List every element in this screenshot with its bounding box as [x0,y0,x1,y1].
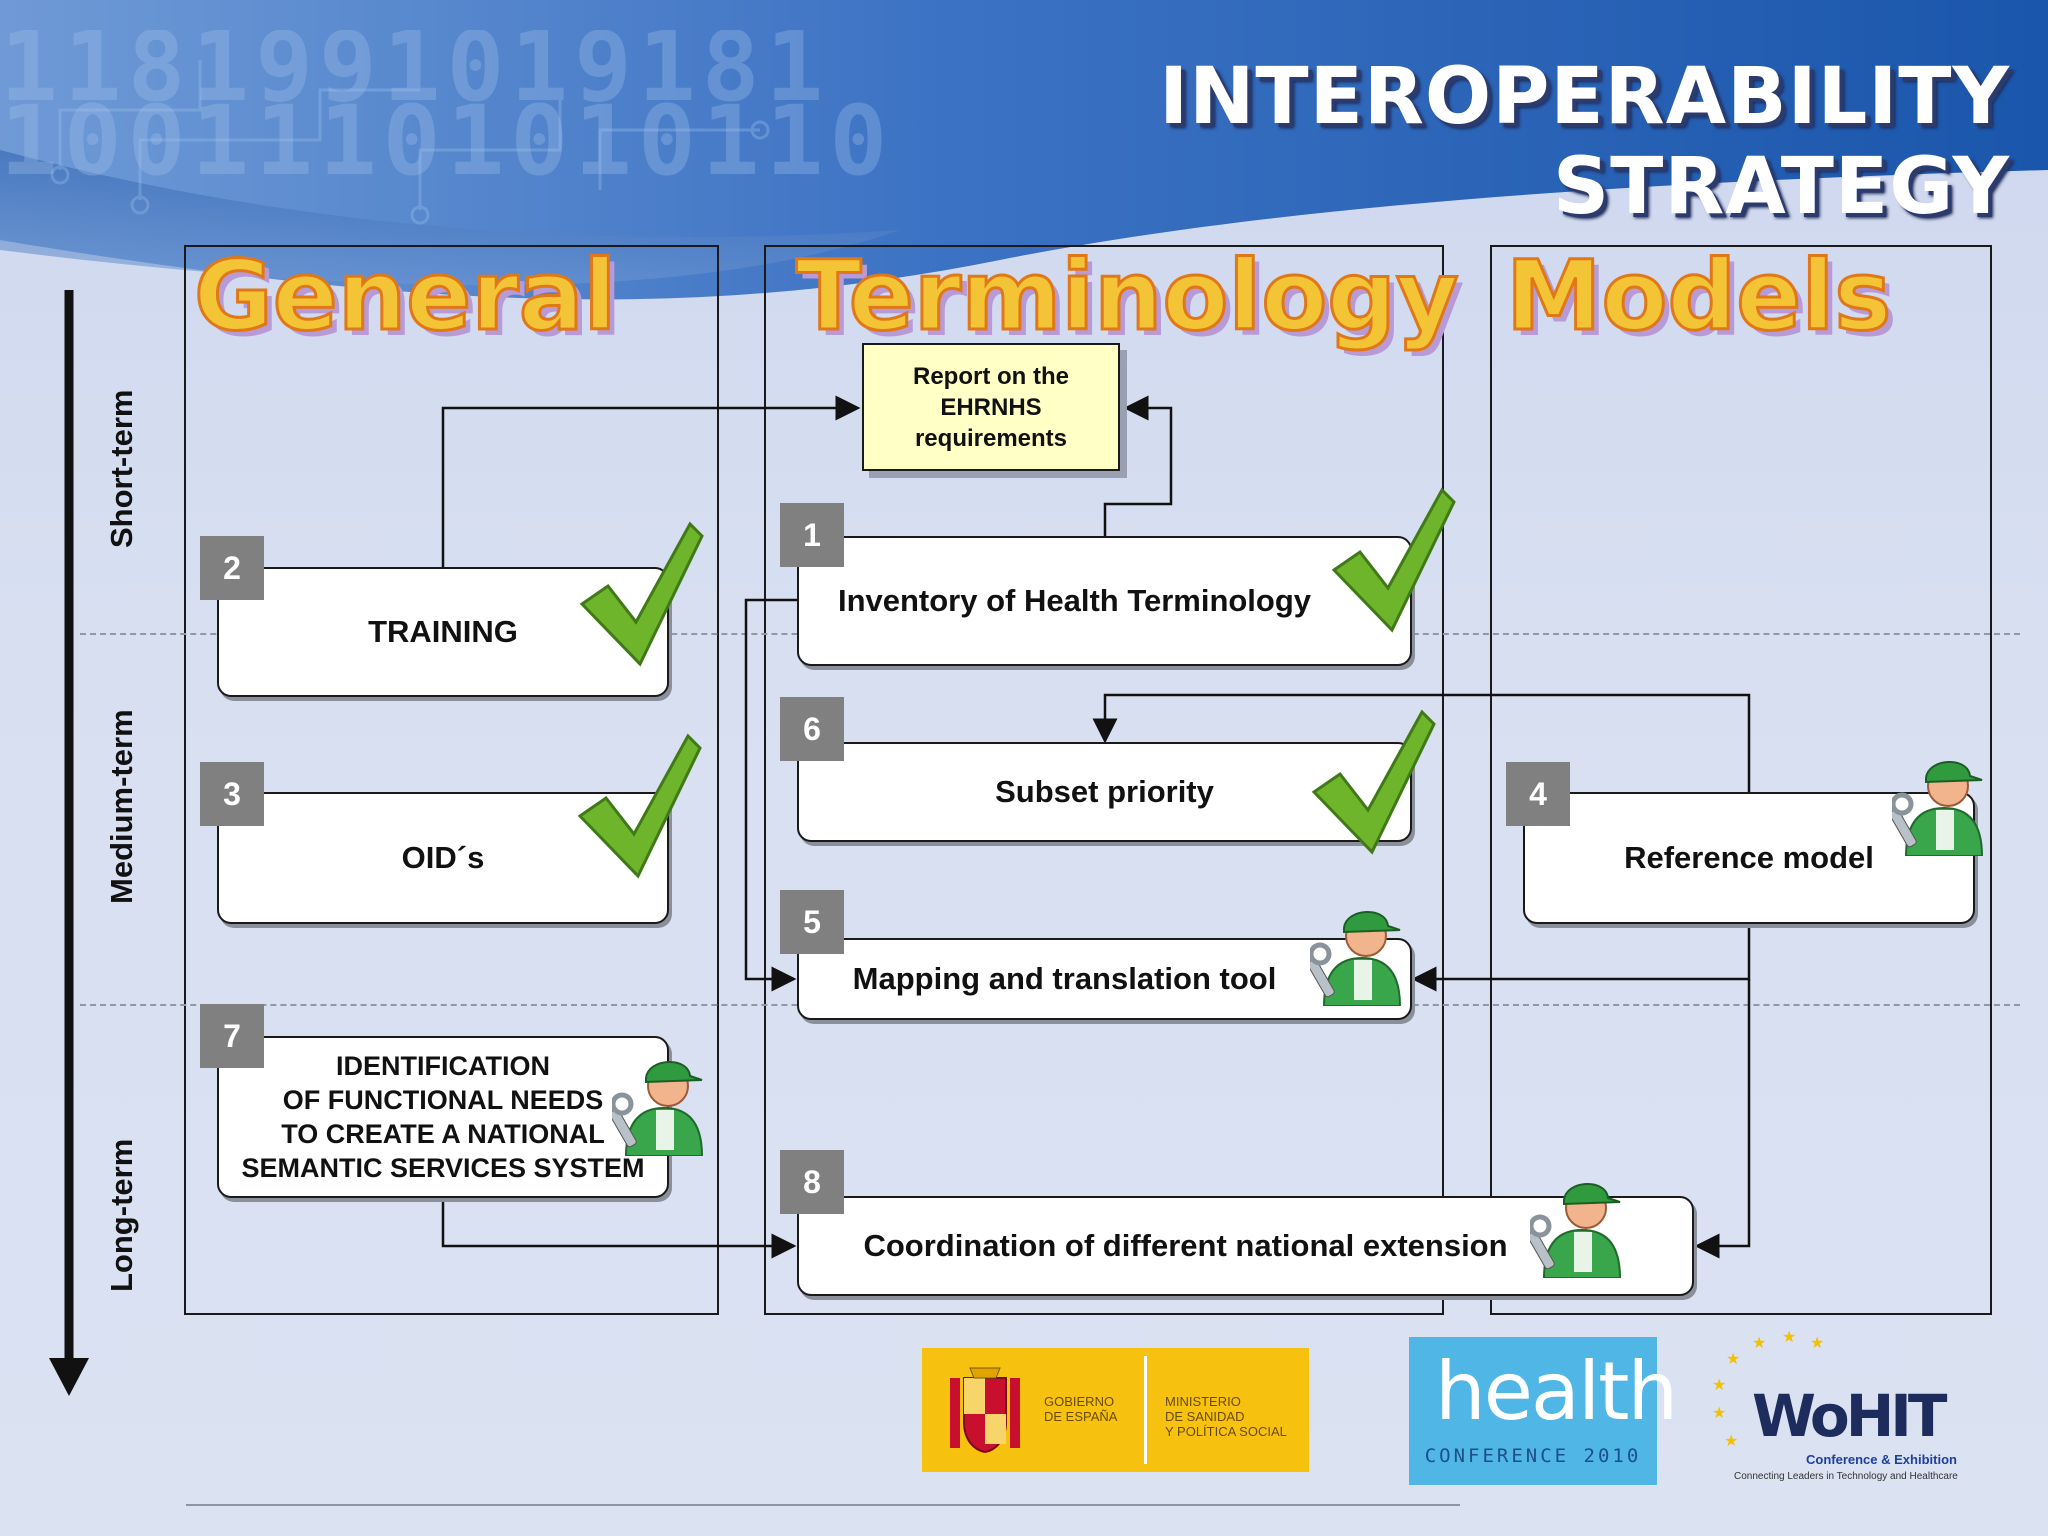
box-reference-model-label: Reference model [1624,840,1874,875]
gov-text-ministerio: MINISTERIO DE SANIDAD Y POLÍTICA SOCIAL [1165,1394,1287,1439]
gov-logo-separator [1144,1356,1147,1464]
box-training: TRAINING [217,567,669,697]
worker-icon [1530,1183,1622,1278]
header-banner [0,0,2048,300]
worker-icon [612,1061,704,1156]
svg-text:★: ★ [1712,1375,1726,1394]
report-label: Report on the EHRNHS requirements [913,362,1069,452]
box-training-label: TRAINING [368,614,518,649]
column-general [184,245,719,1315]
wohit-logo-tagline: Connecting Leaders in Technology and Hea… [1734,1471,1958,1482]
svg-text:★: ★ [1712,1403,1726,1422]
coat-of-arms-icon [950,1367,1020,1454]
checkmark-icon [577,733,702,879]
logo-health-conference: health CONFERENCE 2010 [1409,1337,1678,1485]
box-coordination: Coordination of different national exten… [797,1196,1694,1296]
checkmark-icon [1311,709,1436,855]
wohit-logo-subtitle: Conference & Exhibition [1806,1452,1957,1467]
worker-icon [1310,911,1402,1006]
svg-text:★: ★ [1810,1333,1824,1352]
badge-subset-priority: 6 [780,697,844,761]
report-ehrnhs-requirements: Report on the EHRNHS requirements [862,343,1120,471]
badge-mapping-tool: 5 [780,890,844,954]
badge-coordination: 8 [780,1150,844,1214]
identification-line: TO CREATE A NATIONAL [281,1119,605,1149]
identification-line: OF FUNCTIONAL NEEDS [282,1085,604,1115]
wohit-logo-mark: WoHIT [1752,1382,1947,1450]
column-title-models: Models [1504,240,1892,352]
column-title-general: General [192,240,617,352]
box-oids-label: OID´s [401,840,485,875]
eu-stars-icon: ★ ★ ★ ★ ★ ★ ★ [1712,1330,1824,1450]
badge-training: 2 [200,536,264,600]
logo-wohit: ★ ★ ★ ★ ★ ★ ★ WoHIT Conference & Exhibit… [1704,1330,1974,1490]
health-logo-word: health [1435,1345,1678,1438]
box-subset-priority: Subset priority [797,742,1412,842]
svg-text:★: ★ [1726,1349,1740,1368]
axis-label-long-term: Long-term [104,1138,139,1292]
axis-label-medium-term: Medium-term [104,709,139,904]
box-subset-priority-label: Subset priority [995,774,1214,809]
box-identification-text: IDENTIFICATION OF FUNCTIONAL NEEDS TO CR… [241,1049,644,1185]
bottom-rule [186,1504,1460,1506]
badge-reference-model: 4 [1506,762,1570,826]
worker-icon [1892,761,1984,856]
svg-text:★: ★ [1782,1330,1796,1346]
page-title: INTEROPERABILITY STRATEGY [1159,52,2010,232]
box-coordination-label: Coordination of different national exten… [863,1228,1508,1263]
badge-inventory: 1 [780,503,844,567]
column-title-terminology: Terminology [795,240,1461,352]
axis-label-short-term: Short-term [104,389,139,548]
gov-text-gobierno: GOBIERNO DE ESPAÑA [1044,1394,1118,1424]
badge-identification: 7 [200,1004,264,1068]
time-axis-arrow [49,290,89,1396]
checkmark-icon [1331,487,1456,633]
checkmark-icon [579,521,704,667]
box-inventory-label: Inventory of Health Terminology [837,583,1312,618]
identification-line: IDENTIFICATION [336,1051,550,1081]
health-logo-subtitle: CONFERENCE 2010 [1424,1445,1642,1467]
box-mapping-tool-label: Mapping and translation tool [852,961,1277,996]
box-identification: IDENTIFICATION OF FUNCTIONAL NEEDS TO CR… [217,1036,669,1198]
background-binary-digits: 1181991019181 10011101010110101 [0,30,900,180]
badge-oids: 3 [200,762,264,826]
svg-text:★: ★ [1724,1431,1738,1450]
logo-gobierno-espana: GOBIERNO DE ESPAÑA MINISTERIO DE SANIDAD… [922,1348,1309,1472]
svg-text:★: ★ [1752,1333,1766,1352]
box-inventory: Inventory of Health Terminology [797,536,1412,666]
identification-line: SEMANTIC SERVICES SYSTEM [241,1153,645,1183]
